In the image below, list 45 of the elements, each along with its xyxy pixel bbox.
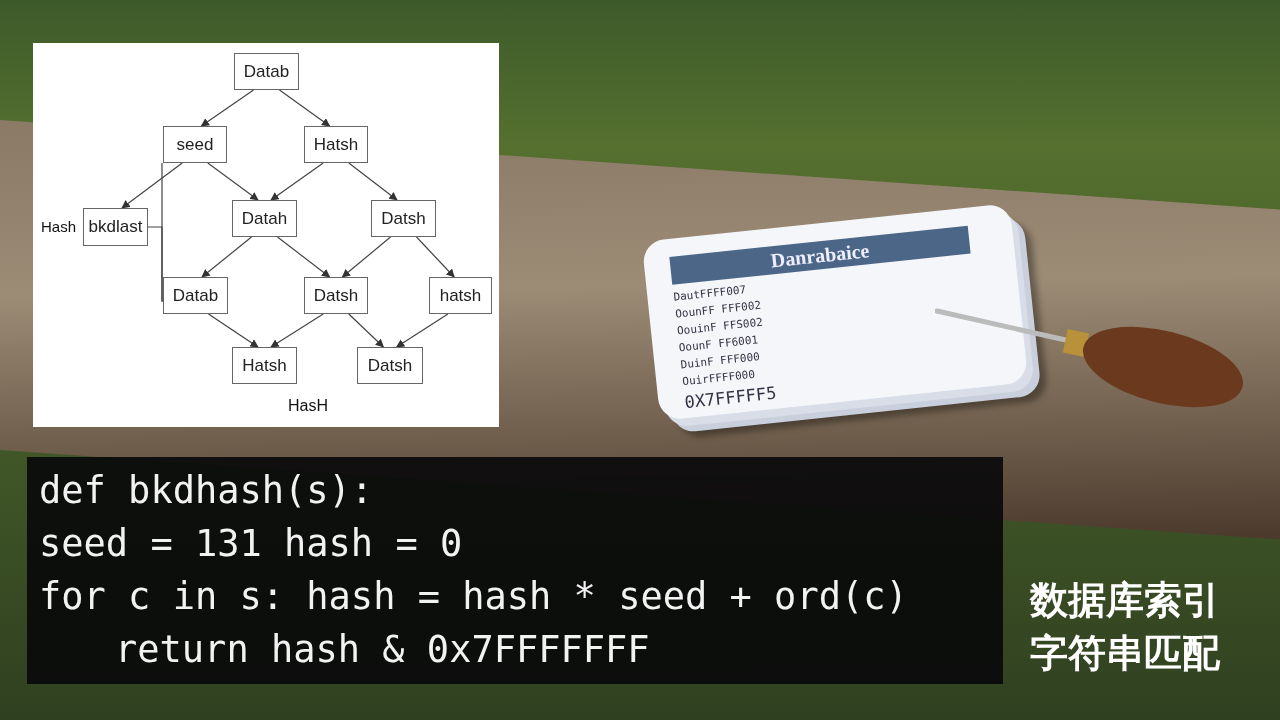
node-label: Datab <box>172 285 219 306</box>
node-label: Datsh <box>381 208 426 229</box>
code-line: for c in s: hash = hash * seed + ord(c) <box>39 575 908 619</box>
process-box <box>83 208 148 246</box>
process-box <box>304 126 368 163</box>
connector-line <box>147 226 164 302</box>
diagram-caption: HasH <box>288 397 328 415</box>
arrow <box>201 236 253 278</box>
arrow <box>395 313 449 348</box>
node-label: Datab <box>243 61 290 82</box>
caption-text: 字符串匹配 <box>1030 630 1220 677</box>
process-box <box>371 200 436 237</box>
arrow <box>415 236 455 278</box>
node-label: Hatsh <box>242 355 287 376</box>
arrow <box>276 236 331 278</box>
code-line: seed = 131 hash = 0 <box>39 522 463 566</box>
node-label: Hatsh <box>313 134 359 155</box>
process-box <box>357 347 423 384</box>
caption-text: 数据库索引 <box>1030 577 1220 624</box>
node-label: Datsh <box>313 285 359 306</box>
code-line: return hash & 0x7FFFFFFF <box>115 628 650 672</box>
arrow <box>207 313 259 348</box>
process-box <box>234 53 299 90</box>
node-label: hatsh <box>439 285 482 306</box>
arrow <box>270 162 324 201</box>
node-label: seed <box>176 134 214 155</box>
process-box <box>232 200 297 237</box>
arrow <box>278 89 331 127</box>
arrow <box>348 313 384 348</box>
arrow <box>270 313 324 348</box>
arrow <box>121 162 183 209</box>
process-box <box>304 277 368 314</box>
node-caption: Hash <box>41 218 77 235</box>
arrow <box>200 89 255 127</box>
node-label: Datsh <box>367 355 413 376</box>
process-box <box>232 347 297 384</box>
process-box <box>163 277 228 314</box>
arrow <box>348 162 398 201</box>
node-label: Datah <box>241 208 288 229</box>
arrow <box>341 236 392 278</box>
arrow <box>207 162 259 201</box>
code-line: def bkdhash(s): <box>39 469 374 513</box>
process-box <box>429 277 492 314</box>
process-box <box>163 126 227 163</box>
node-label: bkdlast <box>88 217 143 237</box>
